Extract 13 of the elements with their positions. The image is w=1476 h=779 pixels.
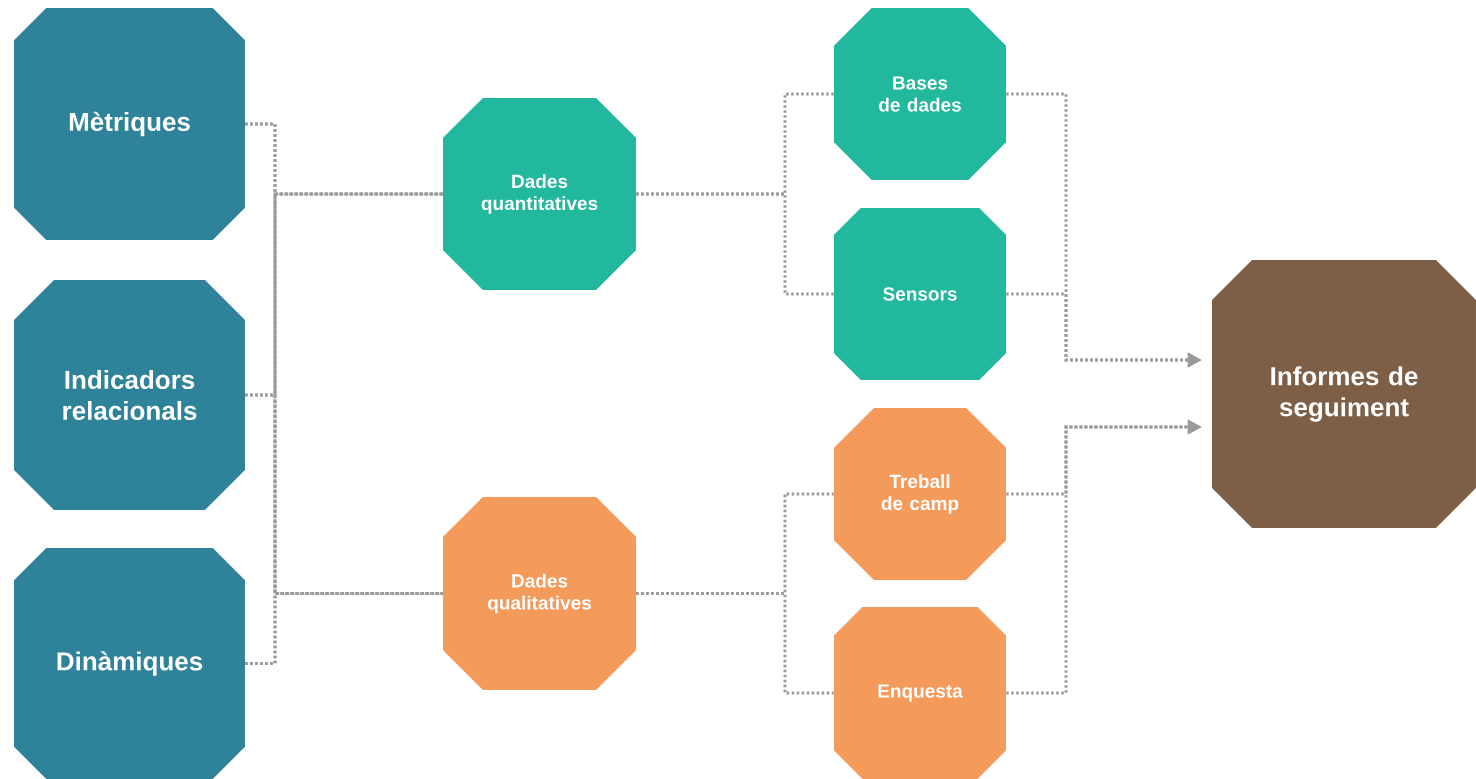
connector bbox=[636, 192, 834, 296]
report-box: Informes de seguiment bbox=[1212, 260, 1476, 528]
data-type-box: Dades qualitatives bbox=[443, 497, 636, 690]
source-box: Mètriques bbox=[14, 8, 245, 240]
source-box: Dinàmiques bbox=[14, 548, 245, 779]
connector bbox=[245, 592, 443, 665]
method-box: Bases de dades bbox=[834, 8, 1006, 180]
method-box: Treball de camp bbox=[834, 408, 1006, 580]
method-box: Sensors bbox=[834, 208, 1006, 380]
connector bbox=[636, 592, 834, 695]
method-box: Enquesta bbox=[834, 607, 1006, 779]
source-box: Indicadors relacionals bbox=[14, 280, 245, 510]
data-type-box: Dades quantitatives bbox=[443, 98, 636, 290]
